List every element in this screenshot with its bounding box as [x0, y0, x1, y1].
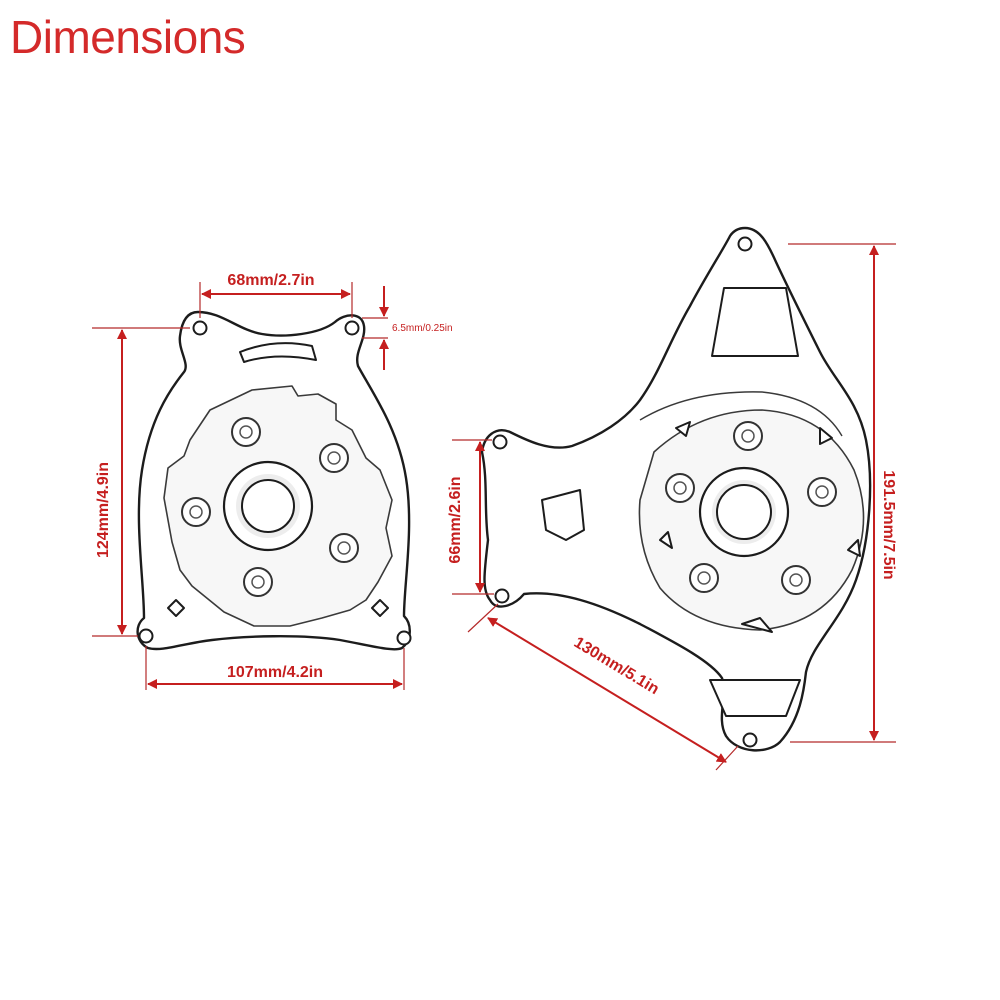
left-bottom-width-label: 107mm/4.2in — [227, 664, 323, 681]
right-mount-hole-bottom — [742, 732, 758, 748]
right-mount-hole-top — [737, 236, 753, 252]
right-small-slot-br — [847, 539, 861, 557]
right-top-slot — [711, 287, 799, 357]
left-hub-bore — [241, 479, 295, 533]
right-bolt-bosses — [665, 421, 837, 595]
right-small-slot-left — [659, 531, 673, 549]
right-hub-bore — [716, 484, 772, 540]
right-mount-height-label: 66mm/2.6in — [447, 476, 464, 563]
left-mount-hole-br — [396, 630, 412, 646]
right-small-slot-bottom — [741, 617, 773, 633]
left-top-slot — [239, 342, 317, 363]
left-bolt-bosses — [181, 417, 359, 597]
page-title: Dimensions — [10, 11, 246, 63]
right-engine-cover — [480, 226, 872, 752]
right-total-height-label: 191.5mm/7.5in — [880, 470, 897, 579]
right-mount-hole-left — [492, 434, 508, 450]
right-small-slot-right — [819, 427, 833, 445]
left-top-width-label: 68mm/2.7in — [227, 272, 314, 289]
left-mount-hole-tl — [192, 320, 208, 336]
right-dimension-lines — [452, 243, 896, 771]
right-diagonal-label: 130mm/5.1in — [571, 634, 662, 698]
right-bottom-slot — [709, 679, 801, 717]
left-engine-cover — [136, 310, 412, 651]
left-mount-hole-tr — [344, 320, 360, 336]
right-mount-hole-bl — [494, 588, 510, 604]
left-hole-diameter-label: 6.5mm/0.25in — [392, 323, 453, 334]
right-cover-step-line — [639, 391, 843, 437]
right-small-slot-top — [675, 421, 691, 437]
left-mount-hole-bl — [138, 628, 154, 644]
left-dimension-lines — [92, 282, 405, 690]
left-diamond-slot-left — [167, 599, 185, 617]
left-diamond-slot-right — [371, 599, 389, 617]
right-side-slot — [541, 489, 585, 541]
left-height-label: 124mm/4.9in — [95, 462, 112, 558]
